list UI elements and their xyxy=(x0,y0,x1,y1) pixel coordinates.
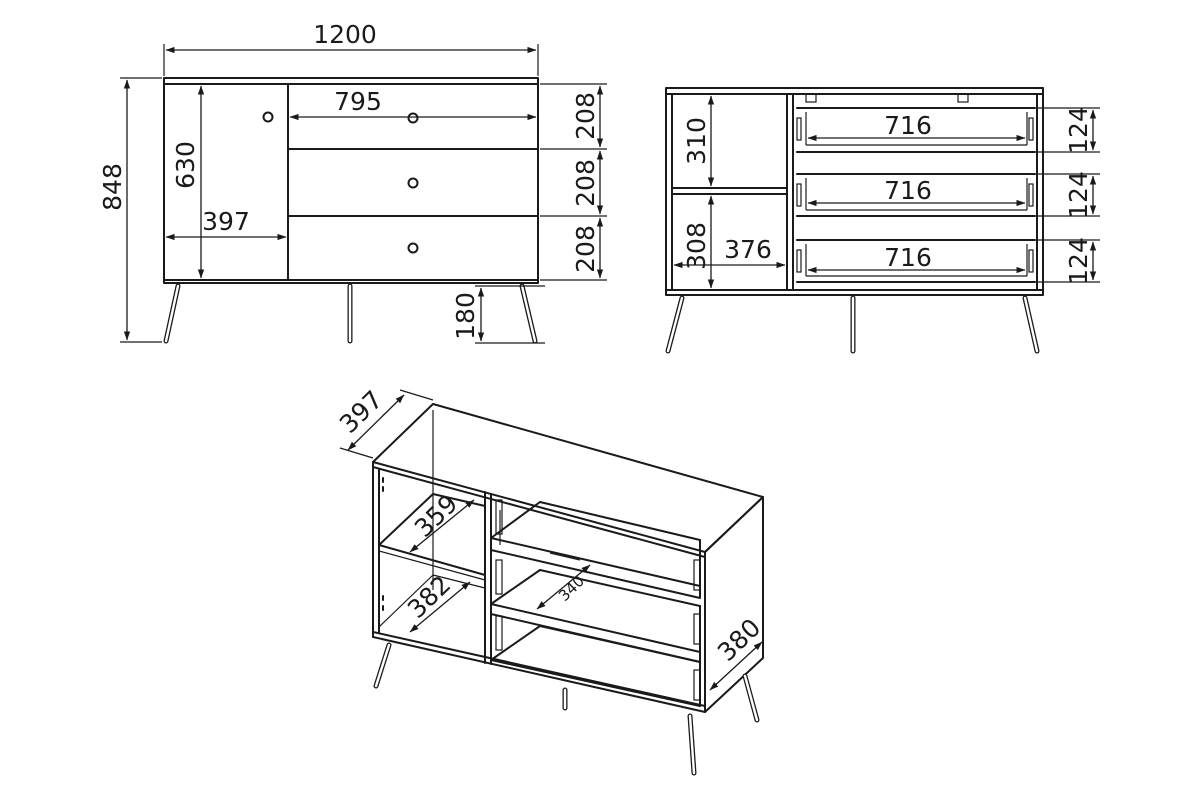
leg-height-label: 180 xyxy=(451,292,480,340)
drawer-height-label: 208 xyxy=(571,225,600,273)
drawer-knob xyxy=(407,242,419,254)
shelf-width-label: 376 xyxy=(724,235,772,264)
drawer-depth-label: 340 xyxy=(555,572,588,605)
drawer-inner-height-label: 124 xyxy=(1064,106,1093,154)
iso-cabinet-body xyxy=(372,403,764,713)
back-dimensions: 310 308 376 716 716 716 124 124 xyxy=(673,95,1100,289)
door-knob xyxy=(262,111,274,123)
back-view: 310 308 376 716 716 716 124 124 xyxy=(665,87,1100,354)
back-cabinet-body xyxy=(665,87,1044,296)
iso-view: 397 359 382 340 380 xyxy=(334,385,766,776)
front-cabinet-body xyxy=(163,77,539,284)
lower-shelf-height-label: 308 xyxy=(682,222,711,270)
front-dimensions: 1200 848 630 397 795 208 208 208 xyxy=(98,20,607,344)
front-knobs xyxy=(262,111,419,254)
upper-shelf-depth-label: 359 xyxy=(409,489,463,543)
upper-shelf-height-label: 310 xyxy=(682,117,711,165)
iso-drawers xyxy=(490,499,701,707)
iso-dimensions: 397 359 382 340 380 xyxy=(334,385,766,691)
drawer-knob xyxy=(407,177,419,189)
drawer-inner-height-label: 124 xyxy=(1064,237,1093,285)
drawer-inner-width-label: 716 xyxy=(884,243,932,272)
front-view: 1200 848 630 397 795 208 208 208 xyxy=(98,20,607,344)
total-height-label: 848 xyxy=(98,163,127,211)
lower-shelf-depth-label: 382 xyxy=(402,570,456,624)
front-legs xyxy=(163,283,538,344)
total-width-label: 1200 xyxy=(313,20,377,49)
door-width-label: 397 xyxy=(202,207,250,236)
drawer-height-label: 208 xyxy=(571,92,600,140)
iso-legs xyxy=(373,642,760,776)
drawer-width-label: 795 xyxy=(334,87,382,116)
side-depth-label: 380 xyxy=(712,613,766,667)
drawer-inner-width-label: 716 xyxy=(884,111,932,140)
drawer-inner-height-label: 124 xyxy=(1064,171,1093,219)
depth-label: 397 xyxy=(334,385,388,439)
back-drawers xyxy=(796,107,1036,283)
drawer-inner-width-label: 716 xyxy=(884,176,932,205)
door-height-label: 630 xyxy=(171,141,200,189)
drawer-knob xyxy=(407,112,419,124)
back-legs xyxy=(665,295,1040,354)
drawer-height-label: 208 xyxy=(571,159,600,207)
